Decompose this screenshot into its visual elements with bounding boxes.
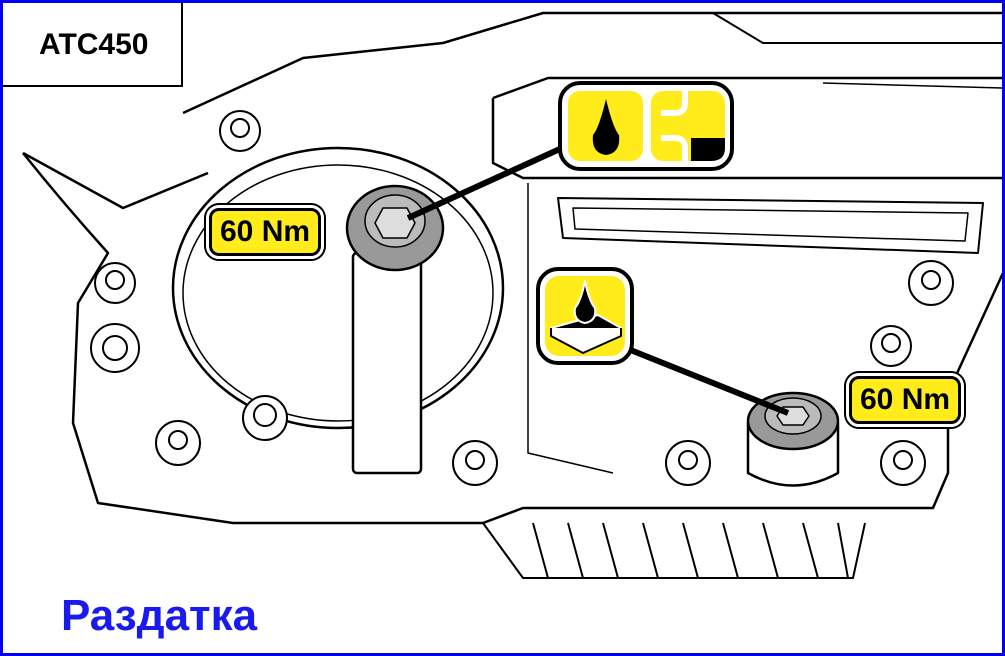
transfer-case-drawing [22,11,1002,579]
drain-plug-torque-label: 60 Nm [845,373,965,427]
oil-level-icon [651,91,725,161]
model-label: ATC450 [3,3,183,87]
caption: Раздатка [61,591,258,640]
fill-plug-torque-label: 60 Nm [205,205,325,259]
oil-drain-icon [536,267,634,365]
